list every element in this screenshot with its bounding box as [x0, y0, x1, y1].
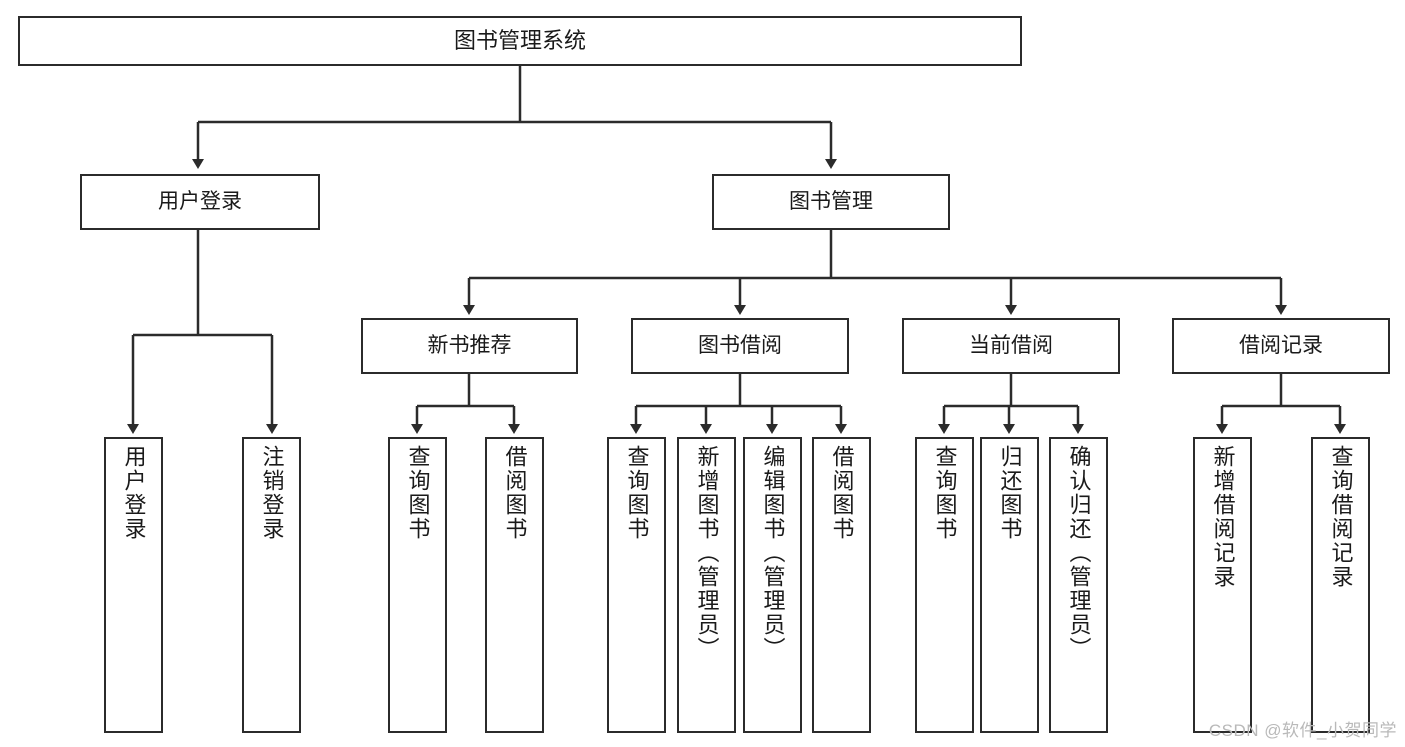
node-leaf-user-logout[interactable]: 注销登录 [242, 437, 301, 733]
node-leaf-edit-book-label: 编辑图书（管理员） [760, 445, 786, 661]
node-book-manage-label: 图书管理 [789, 190, 873, 214]
node-leaf-return-book-label: 归还图书 [997, 445, 1023, 541]
node-leaf-borrow-book-2[interactable]: 借阅图书 [812, 437, 871, 733]
node-book-manage[interactable]: 图书管理 [712, 174, 950, 230]
node-book-borrow-label: 图书借阅 [698, 334, 782, 358]
node-leaf-user-login[interactable]: 用户登录 [104, 437, 163, 733]
node-leaf-add-record[interactable]: 新增借阅记录 [1193, 437, 1252, 733]
node-leaf-query-book-2-label: 查询图书 [624, 445, 650, 541]
node-leaf-query-book-1-label: 查询图书 [405, 445, 431, 541]
node-leaf-borrow-book-2-label: 借阅图书 [829, 445, 855, 541]
node-leaf-query-book-2[interactable]: 查询图书 [607, 437, 666, 733]
node-book-borrow[interactable]: 图书借阅 [631, 318, 849, 374]
node-root[interactable]: 图书管理系统 [18, 16, 1022, 66]
node-leaf-confirm-return-label: 确认归还（管理员） [1066, 445, 1092, 661]
node-leaf-borrow-book-1[interactable]: 借阅图书 [485, 437, 544, 733]
node-leaf-add-book[interactable]: 新增图书（管理员） [677, 437, 736, 733]
node-leaf-query-book-3-label: 查询图书 [932, 445, 958, 541]
node-leaf-query-record[interactable]: 查询借阅记录 [1311, 437, 1370, 733]
node-leaf-user-login-label: 用户登录 [121, 445, 147, 541]
node-leaf-return-book[interactable]: 归还图书 [980, 437, 1039, 733]
node-leaf-add-book-label: 新增图书（管理员） [694, 445, 720, 661]
node-leaf-query-record-label: 查询借阅记录 [1328, 445, 1354, 589]
node-borrow-record[interactable]: 借阅记录 [1172, 318, 1390, 374]
node-new-book-recommend[interactable]: 新书推荐 [361, 318, 578, 374]
node-leaf-user-logout-label: 注销登录 [259, 445, 285, 541]
node-borrow-record-label: 借阅记录 [1239, 334, 1323, 358]
node-leaf-confirm-return[interactable]: 确认归还（管理员） [1049, 437, 1108, 733]
node-current-borrow-label: 当前借阅 [969, 334, 1053, 358]
node-leaf-add-record-label: 新增借阅记录 [1210, 445, 1236, 589]
node-leaf-borrow-book-1-label: 借阅图书 [502, 445, 528, 541]
node-leaf-query-book-1[interactable]: 查询图书 [388, 437, 447, 733]
node-root-label: 图书管理系统 [453, 27, 586, 53]
node-leaf-query-book-3[interactable]: 查询图书 [915, 437, 974, 733]
node-user-login[interactable]: 用户登录 [80, 174, 320, 230]
node-current-borrow[interactable]: 当前借阅 [902, 318, 1120, 374]
node-new-book-recommend-label: 新书推荐 [427, 334, 512, 358]
node-leaf-edit-book[interactable]: 编辑图书（管理员） [743, 437, 802, 733]
node-user-login-label: 用户登录 [158, 190, 242, 214]
